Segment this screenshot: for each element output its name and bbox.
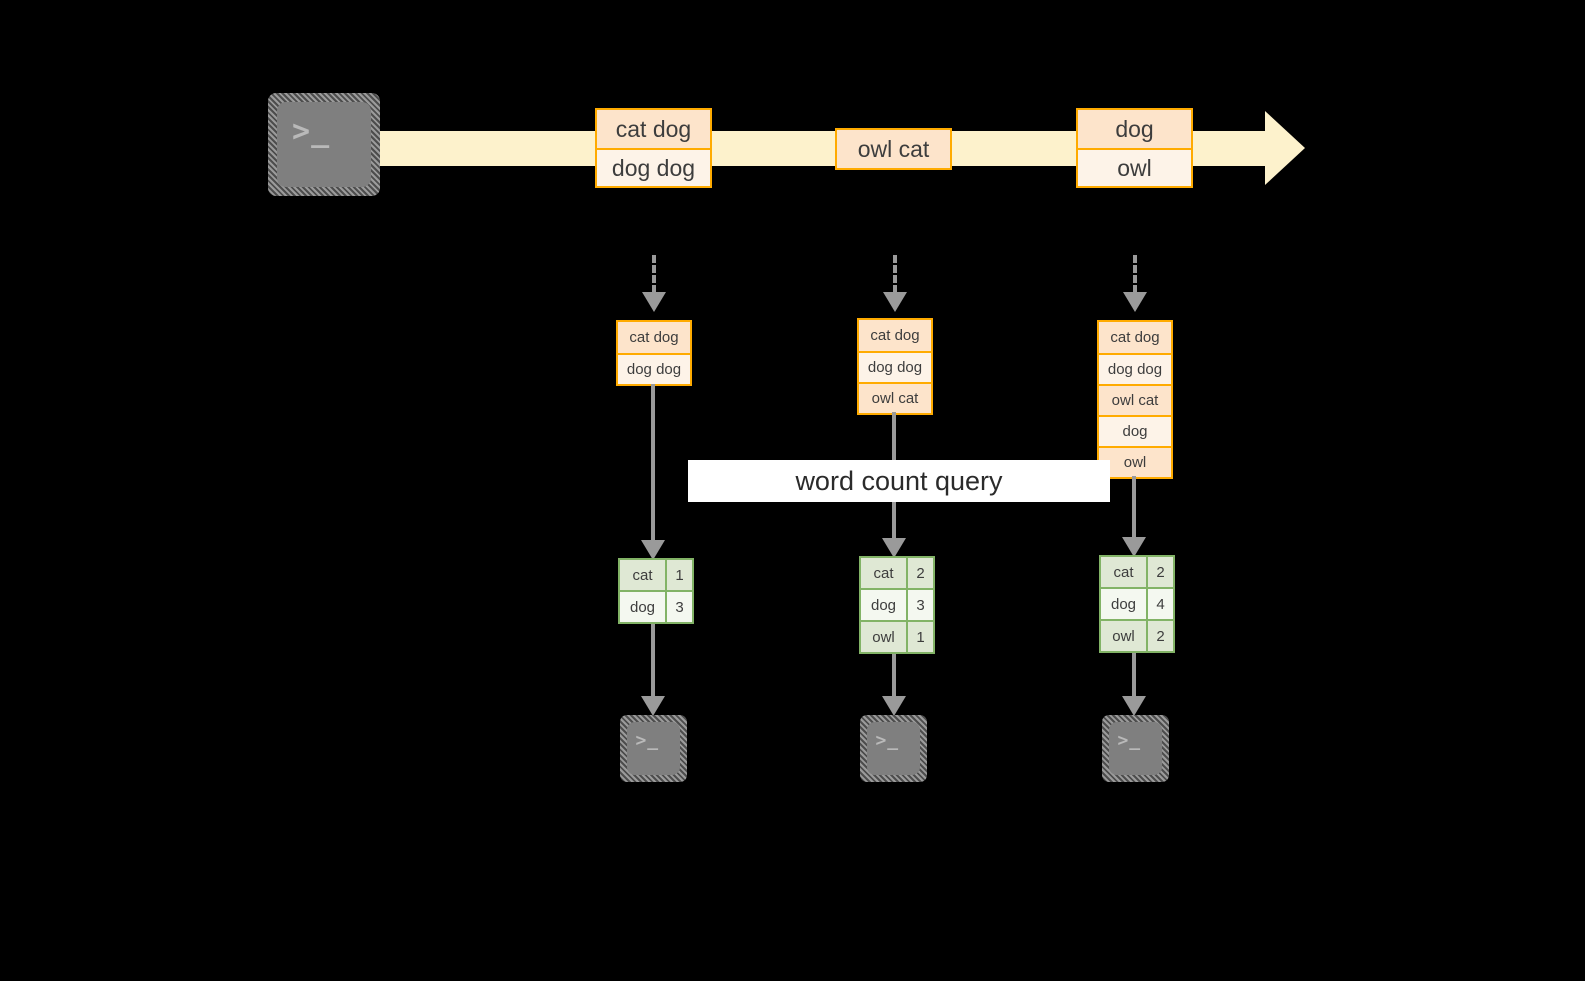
terminal-screen: >_ — [867, 722, 920, 775]
state-record: cat dog — [859, 320, 931, 351]
stream-record: dog — [1078, 110, 1191, 148]
query-line-1 — [651, 384, 655, 546]
snapshot-tap-arrowhead-1 — [642, 292, 666, 312]
snapshot-tap-line-3 — [1133, 255, 1137, 293]
state-record: dog dog — [859, 351, 931, 382]
terminal-prompt: >_ — [875, 729, 900, 751]
state-record: dog — [1099, 415, 1171, 446]
stream-record: owl — [1078, 148, 1191, 186]
snapshot-state-3[interactable]: cat dog dog dog owl cat dog owl — [1097, 320, 1173, 479]
state-record: owl cat — [859, 382, 931, 413]
sink-terminal-icon-3[interactable]: >_ — [1102, 715, 1169, 782]
terminal-screen: >_ — [277, 102, 371, 187]
stream-group-1[interactable]: cat dog dog dog — [595, 108, 712, 188]
terminal-screen: >_ — [627, 722, 680, 775]
result-word: cat — [861, 558, 906, 588]
source-terminal-icon[interactable]: >_ — [268, 93, 380, 196]
query-arrowhead-1 — [641, 540, 665, 560]
terminal-screen: >_ — [1109, 722, 1162, 775]
snapshot-tap-arrowhead-2 — [883, 292, 907, 312]
terminal-prompt: >_ — [292, 114, 331, 150]
table-row: owl 2 — [1101, 619, 1173, 651]
table-row: owl 1 — [861, 620, 933, 652]
table-row: dog 4 — [1101, 587, 1173, 619]
sink-terminal-icon-1[interactable]: >_ — [620, 715, 687, 782]
query-arrowhead-2 — [882, 538, 906, 558]
result-count: 2 — [1146, 557, 1173, 587]
state-record: dog dog — [1099, 353, 1171, 384]
result-count: 2 — [906, 558, 933, 588]
result-count: 4 — [1146, 589, 1173, 619]
stream-arrow-head — [1265, 111, 1305, 185]
query-label: word count query — [795, 465, 1003, 496]
table-row: dog 3 — [861, 588, 933, 620]
result-count: 3 — [906, 590, 933, 620]
sink-arrowhead-2 — [882, 696, 906, 716]
sink-line-2 — [892, 654, 896, 700]
snapshot-tap-line-2 — [893, 255, 897, 293]
table-row: cat 1 — [620, 560, 692, 590]
state-record: owl cat — [1099, 384, 1171, 415]
snapshot-state-1[interactable]: cat dog dog dog — [616, 320, 692, 386]
snapshot-tap-arrowhead-3 — [1123, 292, 1147, 312]
result-word: dog — [861, 590, 906, 620]
sink-line-3 — [1132, 653, 1136, 700]
result-word: owl — [1101, 621, 1146, 651]
state-record: owl — [1099, 446, 1171, 477]
stream-record: owl cat — [837, 130, 950, 168]
stream-record: cat dog — [597, 110, 710, 148]
terminal-prompt: >_ — [635, 729, 660, 751]
query-line-3 — [1132, 476, 1136, 544]
query-label-band: word count query — [688, 460, 1110, 502]
sink-arrowhead-3 — [1122, 696, 1146, 716]
state-record: cat dog — [1099, 322, 1171, 353]
result-word: owl — [861, 622, 906, 652]
state-record: dog dog — [618, 353, 690, 384]
terminal-prompt: >_ — [1117, 729, 1142, 751]
result-count: 1 — [906, 622, 933, 652]
snapshot-tap-line-1 — [652, 255, 656, 293]
query-arrowhead-3 — [1122, 537, 1146, 557]
result-word: cat — [620, 560, 665, 590]
result-word: dog — [620, 592, 665, 622]
result-word: cat — [1101, 557, 1146, 587]
result-count: 3 — [665, 592, 692, 622]
stream-group-3[interactable]: dog owl — [1076, 108, 1193, 188]
result-table-3[interactable]: cat 2 dog 4 owl 2 — [1099, 555, 1175, 653]
stream-record: dog dog — [597, 148, 710, 186]
result-count: 1 — [665, 560, 692, 590]
table-row: cat 2 — [1101, 557, 1173, 587]
sink-terminal-icon-2[interactable]: >_ — [860, 715, 927, 782]
sink-arrowhead-1 — [641, 696, 665, 716]
table-row: cat 2 — [861, 558, 933, 588]
table-row: dog 3 — [620, 590, 692, 622]
result-table-2[interactable]: cat 2 dog 3 owl 1 — [859, 556, 935, 654]
result-table-1[interactable]: cat 1 dog 3 — [618, 558, 694, 624]
sink-line-1 — [651, 624, 655, 700]
stream-group-2[interactable]: owl cat — [835, 128, 952, 170]
result-count: 2 — [1146, 621, 1173, 651]
result-word: dog — [1101, 589, 1146, 619]
snapshot-state-2[interactable]: cat dog dog dog owl cat — [857, 318, 933, 415]
state-record: cat dog — [618, 322, 690, 353]
